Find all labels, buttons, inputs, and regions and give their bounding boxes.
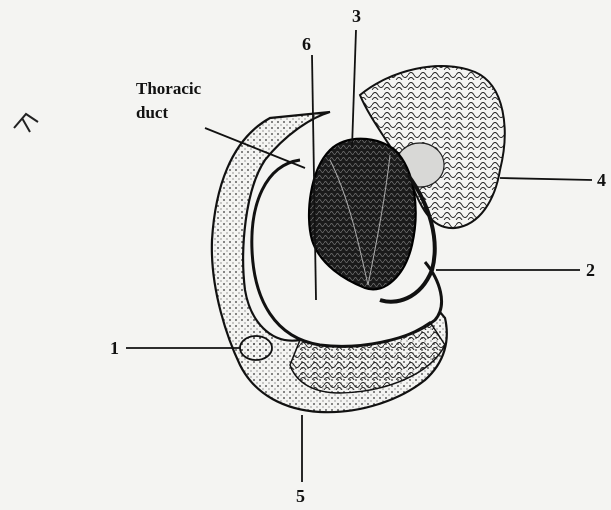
label-3: 3 bbox=[352, 6, 361, 26]
leader-4 bbox=[500, 178, 592, 180]
label-6: 6 bbox=[302, 34, 311, 54]
duct-label-line1: Thoracic bbox=[136, 79, 202, 98]
label-5: 5 bbox=[296, 486, 305, 506]
label-4: 4 bbox=[597, 170, 606, 190]
duct-label-line2: duct bbox=[136, 103, 168, 122]
corner-mark bbox=[14, 114, 38, 132]
structure-1-shape bbox=[240, 336, 272, 360]
leader-3 bbox=[352, 30, 356, 148]
label-1: 1 bbox=[110, 338, 119, 358]
structure-1 bbox=[240, 336, 272, 360]
label-2: 2 bbox=[586, 260, 595, 280]
